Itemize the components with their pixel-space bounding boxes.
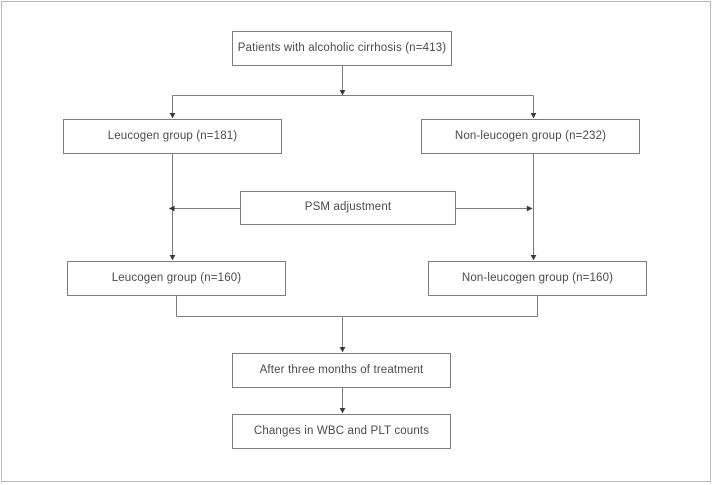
node-outcome-measures-label: Changes in WBC and PLT counts: [253, 424, 430, 437]
node-psm-adjustment: PSM adjustment: [240, 191, 456, 225]
node-leucogen-group-post-label: Leucogen group (n=160): [111, 271, 242, 284]
node-nonleucogen-group-post: Non-leucogen group (n=160): [428, 261, 647, 296]
node-after-treatment-label: After three months of treatment: [259, 363, 424, 376]
node-leucogen-group-pre: Leucogen group (n=181): [63, 119, 282, 154]
node-psm-adjustment-label: PSM adjustment: [304, 201, 392, 214]
node-patients-total-label: Patients with alcoholic cirrhosis (n=413…: [237, 41, 447, 54]
node-nonleucogen-group-post-label: Non-leucogen group (n=160): [461, 271, 614, 284]
node-patients-total: Patients with alcoholic cirrhosis (n=413…: [232, 31, 452, 66]
node-leucogen-group-post: Leucogen group (n=160): [67, 261, 286, 296]
node-after-treatment: After three months of treatment: [232, 353, 451, 388]
node-outcome-measures: Changes in WBC and PLT counts: [232, 414, 451, 449]
node-nonleucogen-group-pre: Non-leucogen group (n=232): [421, 119, 640, 154]
node-nonleucogen-group-pre-label: Non-leucogen group (n=232): [454, 129, 607, 142]
node-leucogen-group-pre-label: Leucogen group (n=181): [107, 129, 238, 142]
